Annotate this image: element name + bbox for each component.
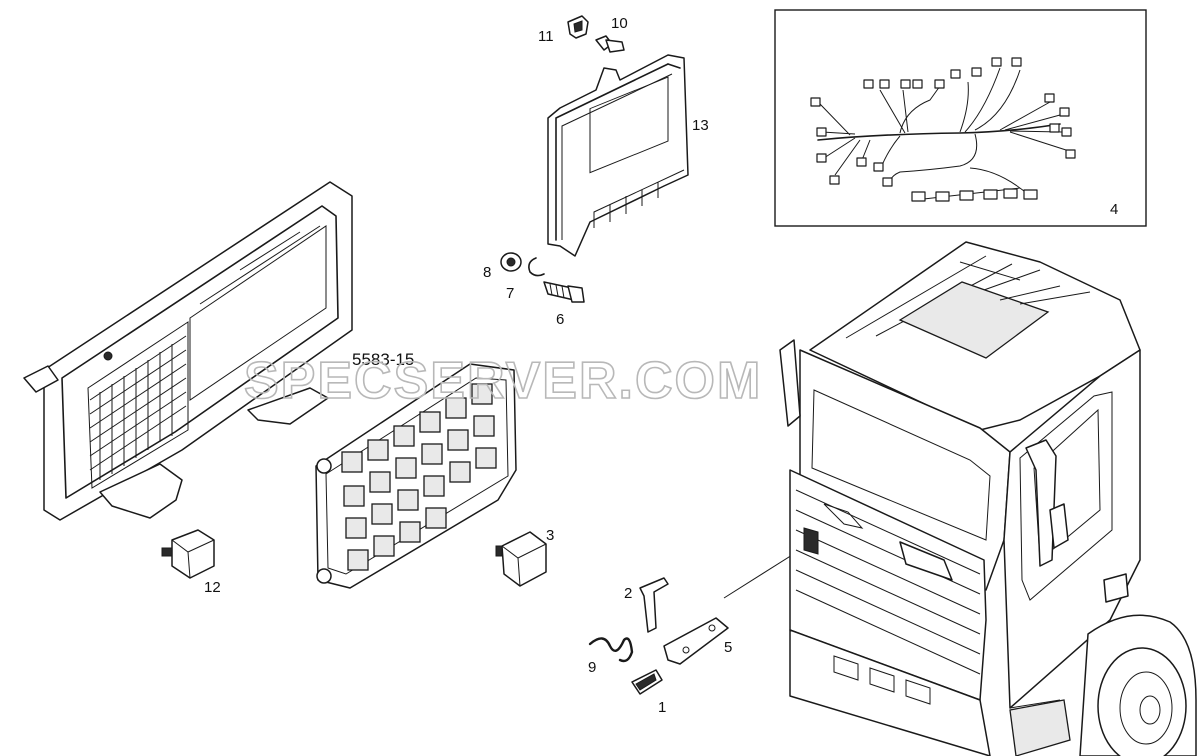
callout-screw-top: 10 — [611, 15, 628, 32]
callout-clip: 11 — [538, 28, 554, 45]
plate-5 — [663, 617, 729, 665]
callout-harness: 4 — [1110, 201, 1118, 218]
bracket-2 — [639, 577, 669, 633]
fuse-relay-box — [315, 363, 517, 589]
control-unit — [547, 54, 689, 257]
wiring-harness — [810, 57, 1076, 202]
screw-part — [595, 35, 625, 53]
strap-9 — [588, 637, 634, 663]
truck-cab — [779, 241, 1197, 756]
clip-part — [567, 15, 589, 39]
group-code-label: 5583-15 — [352, 350, 414, 369]
wiring-harness-inset: 4 — [774, 9, 1147, 227]
callout-bolt: 6 — [556, 311, 564, 328]
callout-bracket-2: 2 — [624, 585, 632, 602]
callout-washer: 7 — [506, 285, 514, 302]
relay-left — [161, 529, 215, 579]
clamp-1 — [631, 669, 663, 695]
panel-frame — [23, 181, 353, 521]
relay-right — [495, 531, 547, 587]
bolt-part — [543, 281, 585, 303]
callout-nut: 8 — [483, 264, 491, 281]
callout-clamp-1: 1 — [658, 699, 666, 716]
nut-part — [500, 252, 522, 272]
callout-relay-right: 3 — [546, 527, 554, 544]
callout-ecu: 13 — [692, 117, 709, 134]
washer-part — [528, 257, 545, 277]
callout-relay-left: 12 — [204, 579, 221, 596]
relay-sockets — [341, 383, 497, 571]
watermark-text: SPECSERVER.COM — [244, 352, 762, 410]
callout-strap-9: 9 — [588, 659, 596, 676]
callout-plate-5: 5 — [724, 639, 732, 656]
